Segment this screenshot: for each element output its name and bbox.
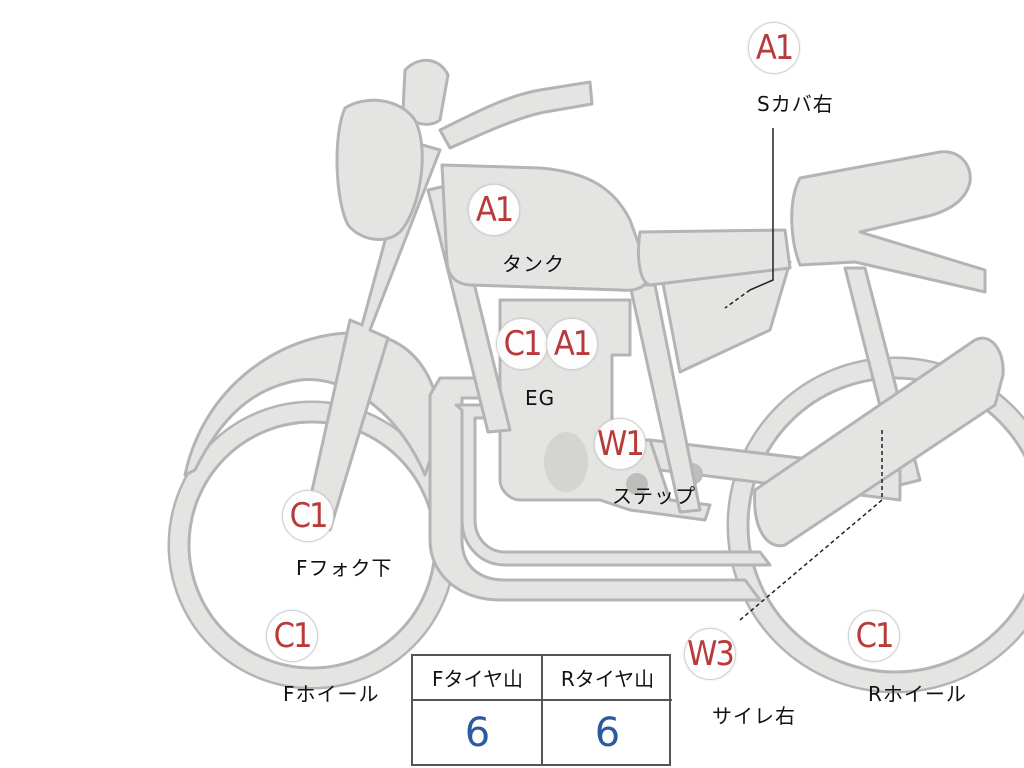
engine-label: EG xyxy=(525,386,556,410)
leader-line-scover xyxy=(749,128,774,291)
seat-rear-graphic xyxy=(790,150,987,294)
step-peg-graphic xyxy=(626,473,648,495)
exhaust-pipes-inner-graphic xyxy=(454,403,772,567)
front-fork-label: Fフォク下 xyxy=(296,556,393,580)
handlebar-graphic xyxy=(438,80,594,150)
engine-a-badge: A1 xyxy=(546,318,598,370)
scover-right-badge: A1 xyxy=(748,22,800,74)
tank-label: タンク xyxy=(502,252,565,276)
seat-graphic xyxy=(636,228,792,287)
engine-c-badge: C1 xyxy=(496,318,548,370)
exhaust-pipes-graphic xyxy=(428,376,762,602)
front-fork-badge: C1 xyxy=(282,490,334,542)
rear-wheel-badge: C1 xyxy=(848,610,900,662)
rear-tread-value: 6 xyxy=(594,709,621,756)
step-badge: W1 xyxy=(594,418,646,470)
headlight-graphic xyxy=(335,98,424,241)
leader-line-muffler xyxy=(739,430,883,621)
muffler-right-badge: W3 xyxy=(684,628,736,680)
muffler-graphic xyxy=(753,336,1005,548)
front-wheel-badge: C1 xyxy=(266,610,318,662)
rear-tread-header: Rタイヤ山 xyxy=(543,656,672,701)
rear-wheel-label: Rホイール xyxy=(868,682,967,706)
front-tread-header: Fタイヤ山 xyxy=(413,656,542,701)
front-fork-graphic xyxy=(303,140,442,532)
tire-tread-table: Fタイヤ山 Rタイヤ山 6 6 xyxy=(411,654,672,766)
front-tread-value: 6 xyxy=(464,709,491,756)
step-label: ステップ xyxy=(612,484,696,508)
table-divider xyxy=(541,656,543,764)
scover-right-label: Sカバ右 xyxy=(757,92,834,116)
tank-badge: A1 xyxy=(468,184,520,236)
engine-cover-graphic xyxy=(544,432,588,492)
front-wheel-label: Fホイール xyxy=(283,682,380,706)
muffler-right-label: サイレ右 xyxy=(712,704,796,728)
leader-line-scover-dash xyxy=(724,289,751,309)
